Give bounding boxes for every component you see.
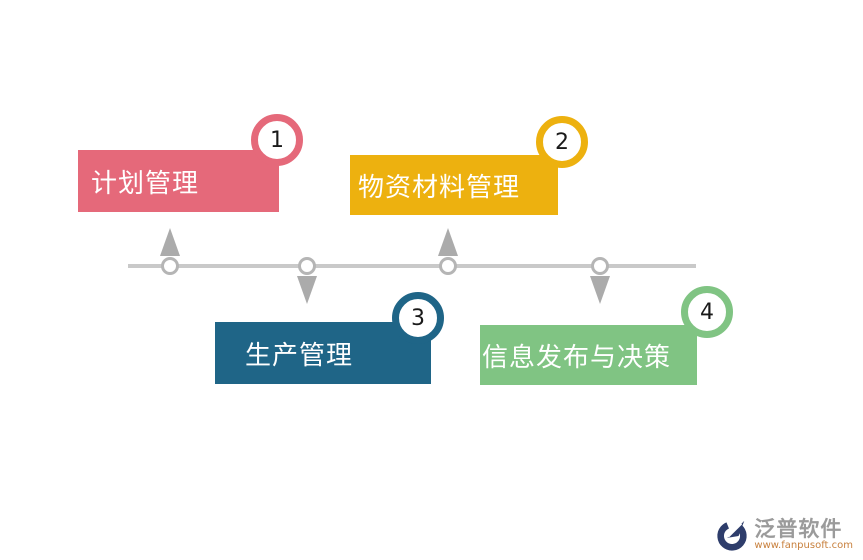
stage-number-badge: 4	[681, 286, 733, 338]
stage-number-badge: 3	[392, 292, 444, 344]
timeline-node	[439, 257, 457, 275]
stage-box-production-management: 生产管理	[215, 322, 431, 384]
timeline-node	[298, 257, 316, 275]
stage-number: 2	[555, 129, 569, 155]
brand-name: 泛普软件	[754, 517, 843, 541]
brand-text: 泛普软件 www.fanpusoft.com	[754, 518, 853, 552]
stage-box-plan-management: 计划管理	[78, 150, 279, 212]
arrow-up-icon	[160, 228, 180, 256]
arrow-down-icon	[590, 276, 610, 304]
stage-label: 物资材料管理	[358, 172, 521, 203]
timeline-line	[128, 264, 696, 268]
stage-number-badge: 2	[536, 116, 588, 168]
timeline-node	[591, 257, 609, 275]
stage-number: 1	[270, 127, 284, 153]
stage-label: 生产管理	[245, 340, 354, 371]
stage-number: 4	[700, 299, 714, 325]
stage-number: 3	[411, 305, 425, 331]
stage-label: 计划管理	[91, 168, 200, 199]
fanpu-logo-icon	[717, 520, 748, 551]
timeline-node	[161, 257, 179, 275]
stage-box-materials-management: 物资材料管理	[350, 155, 558, 215]
arrow-up-icon	[438, 228, 458, 256]
brand-url: www.fanpusoft.com	[754, 540, 853, 551]
arrow-down-icon	[297, 276, 317, 304]
stage-number-badge: 1	[251, 114, 303, 166]
stage-label: 信息发布与决策	[482, 342, 672, 373]
stage-box-information-decision: 信息发布与决策	[480, 325, 697, 385]
brand-footer: 泛普软件 www.fanpusoft.com	[715, 518, 853, 552]
